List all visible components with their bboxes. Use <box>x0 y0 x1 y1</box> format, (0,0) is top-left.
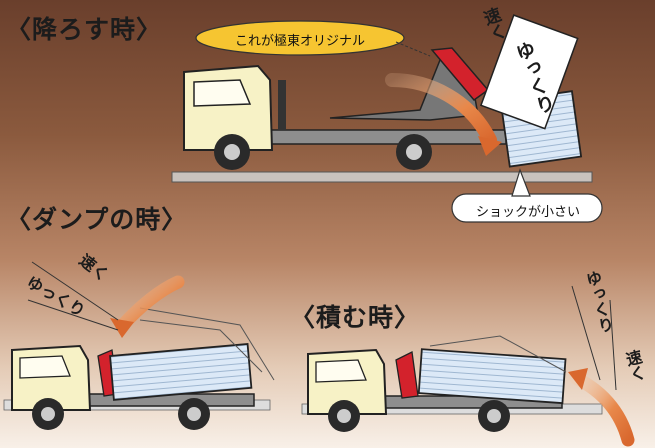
container-dump <box>109 343 253 401</box>
motion-arrow-dump <box>115 275 185 333</box>
dump-scene <box>3 261 275 430</box>
loading-scene <box>301 285 635 447</box>
heading-loading: 〈積む時〉 <box>290 303 421 332</box>
arrow-head <box>478 136 502 156</box>
callout-original-bubble <box>195 20 405 56</box>
container-loading <box>417 348 567 405</box>
heading-dump: 〈ダンプの時〉 <box>6 205 188 234</box>
cab-back-post <box>278 80 286 130</box>
cab-window <box>193 79 252 107</box>
motion-arrow-lowering <box>385 73 497 147</box>
ground-strip <box>171 171 593 183</box>
callout-shock-text: ショックが小さい <box>475 205 580 220</box>
lowering-scene <box>171 14 603 223</box>
heading-lowering: 〈降ろす時〉 <box>6 15 163 44</box>
hook-arm-red <box>395 351 419 399</box>
callout-original-text: これが極東オリジナル <box>234 34 365 49</box>
speed-card <box>479 14 579 130</box>
